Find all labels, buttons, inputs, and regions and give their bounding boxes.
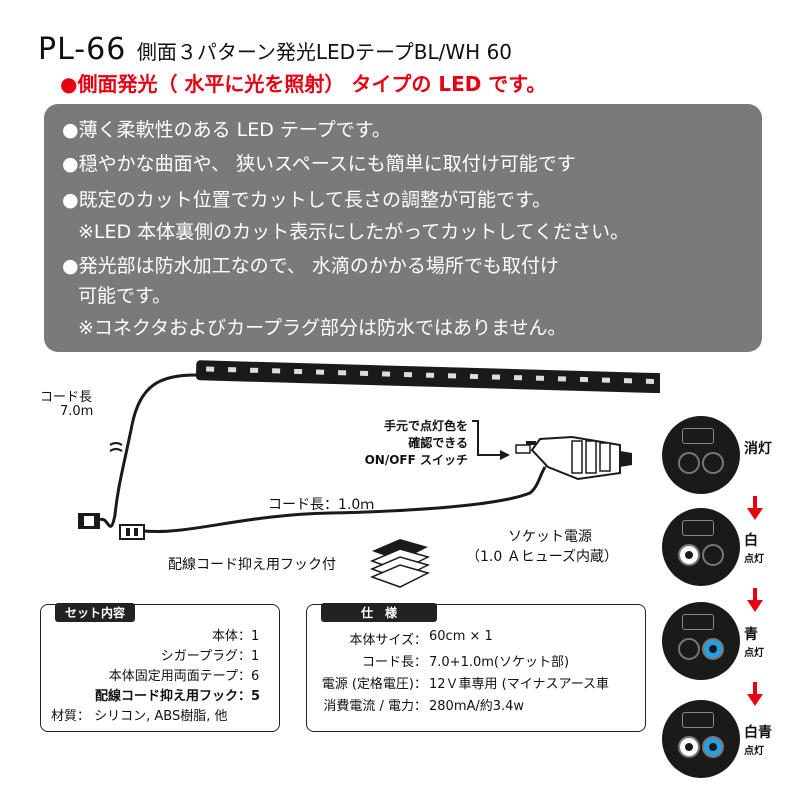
led-chip xyxy=(250,367,259,373)
product-name: 側面３パターン発光LEDテープBL/WH 60 xyxy=(136,40,513,64)
spec-value: 280mA/約3.4w xyxy=(429,699,525,714)
cord-break-mark xyxy=(109,442,123,452)
led-chip xyxy=(491,374,501,380)
features-panel: ●薄く柔軟性のある LED テープです。 ●穏やかな曲面や、 狭いスペースにも簡… xyxy=(44,104,762,352)
set-item: 本体固定用両面テープ：6 xyxy=(108,669,260,684)
indicator-dot xyxy=(678,544,700,566)
cord-length-value: 7.0m xyxy=(60,404,94,419)
indicator-dot xyxy=(702,638,724,660)
set-item: 本体：1 xyxy=(211,629,260,644)
led-chip xyxy=(623,378,633,384)
feature-line: ●既定のカット位置でカットして長さの調整が可能です。 xyxy=(62,189,552,211)
indicator-dot xyxy=(678,452,700,474)
feature-line: ●穏やかな曲面や、 狭いスペースにも簡単に取付け可能です xyxy=(62,153,576,175)
switch-pointer-arrow xyxy=(472,420,500,456)
led-chip xyxy=(360,370,369,376)
switch-state-label: 白青点灯 xyxy=(744,725,772,757)
cord-1m-label: コード長：1.0ｍ xyxy=(268,497,375,513)
connector-male xyxy=(119,524,145,540)
down-arrow-icon xyxy=(746,496,764,524)
led-chip xyxy=(403,371,413,378)
set-contents-title: セット内容 xyxy=(55,603,136,622)
led-chip xyxy=(579,376,589,383)
indicator-dot xyxy=(702,452,724,474)
product-diagram xyxy=(78,360,660,588)
led-chip xyxy=(228,367,237,373)
switch-button-icon xyxy=(662,416,740,494)
feature-note: ※LED 本体裏側のカット表示にしたがってカットしてください。 xyxy=(78,221,630,243)
product-title: PL-66 側面３パターン発光LEDテープBL/WH 60 xyxy=(38,32,512,67)
down-arrow-icon xyxy=(746,682,764,710)
spec-value: 12Ｖ車専用 (マイナスアース車 xyxy=(429,677,610,692)
set-contents-box: セット内容 本体：1 シガープラグ：1 本体固定用両面テープ：6 配線コード抑え… xyxy=(40,603,280,732)
switch-state-label: 白点灯 xyxy=(744,533,764,565)
led-chip xyxy=(294,368,303,375)
indicator-dot xyxy=(702,736,724,758)
spec-value: 60cm × 1 xyxy=(429,629,493,644)
led-chip xyxy=(425,372,435,378)
feature-line: 可能です。 xyxy=(78,285,172,307)
feature-line: ●発光部は防水加工なので、 水滴のかかる場所でも取付け xyxy=(62,255,559,277)
led-chip xyxy=(206,366,215,372)
product-code: PL-66 xyxy=(38,32,127,67)
set-item: シガープラグ：1 xyxy=(160,649,260,664)
specs-title: 仕 様 xyxy=(321,603,438,622)
indicator-dot xyxy=(678,638,700,660)
feature-note: ※コネクタおよびカープラグ部分は防水ではありません。 xyxy=(78,317,567,339)
socket-note: （1.0 Ａヒューズ内蔵） xyxy=(466,549,619,565)
hook-icon xyxy=(369,539,431,588)
cord-7m xyxy=(99,373,197,528)
connector-female xyxy=(78,513,100,529)
set-item: 配線コード抑え用フック：5 xyxy=(94,689,261,704)
spec-label: 消費電流 / 電力： xyxy=(323,699,427,714)
led-chip xyxy=(469,373,479,380)
cigar-plug xyxy=(515,435,632,481)
switch-label: 手元で点灯色を 確認できる ON/OFF スイッチ xyxy=(364,419,468,467)
down-arrow-icon xyxy=(746,588,764,616)
spec-label: 電源 (定格電圧)： xyxy=(321,677,427,692)
led-chip xyxy=(601,377,611,383)
socket-label: ソケット電源 xyxy=(508,529,592,545)
led-chip xyxy=(557,376,567,382)
spec-label: コード長： xyxy=(361,655,427,670)
switch-button-icon xyxy=(662,508,740,586)
led-chip xyxy=(645,378,655,384)
cord-length-label: コード長 xyxy=(40,390,93,405)
cord-1m xyxy=(143,466,547,534)
led-chip xyxy=(535,375,545,381)
spec-value: 7.0+1.0m(ソケット部) xyxy=(429,655,570,670)
specs-box: 仕 様 本体サイズ： 60cm × 1 コード長： 7.0+1.0m(ソケット部… xyxy=(306,603,646,732)
led-chip xyxy=(447,373,457,379)
led-chip xyxy=(338,370,347,376)
switch-button-icon xyxy=(662,700,740,778)
spec-label: 本体サイズ： xyxy=(349,633,427,648)
feature-line: ●薄く柔軟性のある LED テープです。 xyxy=(62,119,391,141)
indicator-dot xyxy=(702,544,724,566)
side-emit-headline: ●側面発光（ 水平に光を照射） タイプの LED です。 xyxy=(60,72,547,96)
switch-state-label: 青点灯 xyxy=(744,627,764,659)
hook-label: 配線コード抑え用フック付 xyxy=(168,557,336,573)
led-chip xyxy=(316,369,325,375)
switch-button-icon xyxy=(662,602,740,680)
led-strip xyxy=(195,360,660,394)
led-chip xyxy=(381,371,391,377)
material-line: 材質： シリコン, ABS樹脂, 他 xyxy=(51,709,228,724)
led-chip xyxy=(513,375,523,381)
led-chip xyxy=(272,368,281,374)
indicator-dot xyxy=(678,736,700,758)
switch-state-label: 消灯 xyxy=(744,441,772,457)
